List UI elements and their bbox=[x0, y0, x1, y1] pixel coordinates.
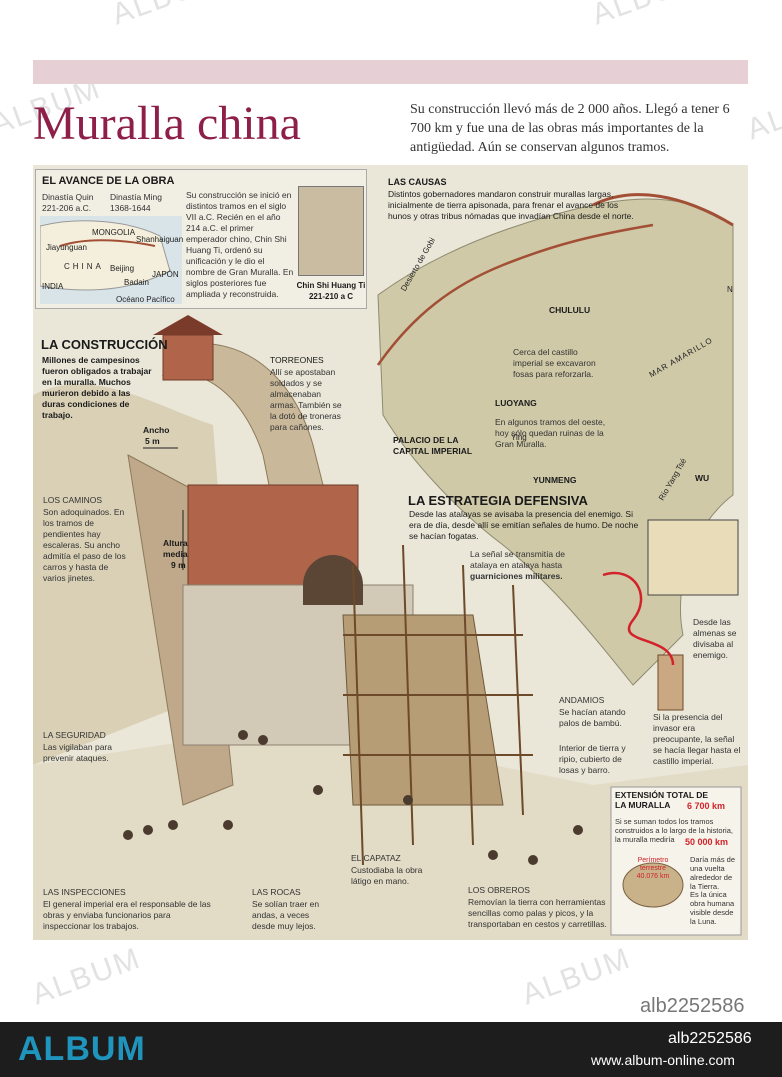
infographic: EL AVANCE DE LA OBRA Dinastía Quin 221-2… bbox=[33, 165, 748, 940]
construccion-title: LA CONSTRUCCIÓN bbox=[41, 337, 168, 352]
rocas-text: Se solían traer en andas, a veces desde … bbox=[252, 899, 320, 931]
signal-text: La señal se transmitía de atalaya en ata… bbox=[470, 549, 580, 582]
watermark: ALBUM bbox=[588, 0, 706, 32]
luna-text: Es la única obra humana visible desde la… bbox=[690, 890, 735, 926]
footer-bar: ALBUM alb2252586 www.album-online.com bbox=[0, 1022, 782, 1077]
torreones-text: Allí se apostaban soldados y se almacena… bbox=[270, 367, 342, 432]
vuelta-text: Daría más de una vuelta alrededor de la … bbox=[690, 855, 736, 891]
causas-title: LAS CAUSAS bbox=[388, 177, 447, 187]
andamios-text: Se hacían atando palos de bambú. bbox=[559, 707, 626, 728]
extension-title: EXTENSIÓN TOTAL DE LA MURALLA bbox=[615, 790, 709, 810]
seguridad-text: Las vigilaban para prevenir ataques. bbox=[43, 742, 112, 763]
inspecciones-title: LAS INSPECCIONES bbox=[43, 887, 126, 897]
invasor-text: Si la presencia del invasor era preocupa… bbox=[653, 712, 741, 766]
city-luoyang: LUOYANG bbox=[495, 398, 537, 408]
altura-value: 9 m bbox=[171, 560, 186, 570]
signal-text-regular: La señal se transmitía de atalaya en ata… bbox=[470, 549, 565, 570]
torreones-title: TORREONES bbox=[270, 355, 324, 365]
illustration bbox=[33, 193, 748, 940]
estrategia-title: LA ESTRATEGIA DEFENSIVA bbox=[408, 493, 588, 508]
capataz-text: Custodiaba la obra látigo en mano. bbox=[351, 865, 423, 886]
ancho-value: 5 m bbox=[145, 436, 160, 446]
map-label-badain: Badain bbox=[124, 278, 149, 287]
avance-title: EL AVANCE DE LA OBRA bbox=[42, 175, 175, 187]
obreros-text: Removían la tierra con herramientas senc… bbox=[468, 897, 607, 929]
legend-qin: Dinastía Quin 221-206 a.C. bbox=[42, 192, 94, 213]
portrait-caption: Chin Shi Huang Ti 221-210 a C bbox=[296, 281, 366, 301]
almenas-text: Desde las almenas se divisaba al enemigo… bbox=[693, 617, 737, 660]
album-logo: ALBUM bbox=[18, 1030, 146, 1068]
map-label-mongolia: MONGOLIA bbox=[92, 228, 136, 237]
stock-id: alb2252586 bbox=[668, 1030, 752, 1047]
emperor-portrait bbox=[298, 186, 364, 276]
city-yunmeng: YUNMENG bbox=[533, 475, 577, 485]
construccion-text: Millones de campesinos fueron obligados … bbox=[42, 355, 152, 420]
china-locator-map bbox=[40, 216, 182, 304]
caminos-text: Son adoquinados. En los tramos de pendie… bbox=[43, 507, 126, 583]
legend-ming: Dinastía Ming 1368-1644 bbox=[110, 192, 162, 213]
extension-sum-text: Si se suman todos los tramos construidos… bbox=[615, 817, 733, 844]
watermark: ALBUM bbox=[108, 0, 226, 32]
city-chululu: CHULULU bbox=[549, 305, 591, 315]
note-chululu: Cerca del castillo imperial se excavaron… bbox=[513, 347, 596, 379]
map-label-japon: JAPÓN bbox=[152, 270, 179, 279]
map-label-china: CHINA bbox=[64, 262, 104, 271]
rocas-title: LAS ROCAS bbox=[252, 887, 301, 897]
extension-value: 6 700 km bbox=[687, 801, 726, 811]
seguridad-title: LA SEGURIDAD bbox=[43, 730, 106, 740]
stock-id-top: alb2252586 bbox=[640, 995, 745, 1017]
capataz-title: EL CAPATAZ bbox=[351, 853, 401, 863]
watermark: ALBUM bbox=[742, 76, 782, 147]
obreros-title: LOS OBREROS bbox=[468, 885, 530, 895]
map-label-india: INDIA bbox=[42, 282, 64, 291]
stock-url[interactable]: www.album-online.com bbox=[591, 1052, 735, 1068]
map-label-jiayunguan: Jiayunguan bbox=[46, 243, 87, 252]
header-bar bbox=[33, 60, 748, 84]
map-label-ying: Ying bbox=[511, 433, 527, 442]
estrategia-text: Desde las atalayas se avisaba la presenc… bbox=[409, 509, 639, 541]
page-title: Muralla china bbox=[33, 97, 301, 150]
intro-text: Su construcción llevó más de 2 000 años.… bbox=[410, 102, 730, 155]
andamios-title: ANDAMIOS bbox=[559, 695, 605, 705]
perimetro-label: Perímetro terrestre 40.076 km bbox=[636, 857, 670, 880]
avance-box: EL AVANCE DE LA OBRA Dinastía Quin 221-2… bbox=[35, 169, 367, 309]
avance-text: Su construcción se inició en distintos t… bbox=[186, 190, 294, 299]
map-label-pacific: Océano Pacífico bbox=[116, 295, 175, 304]
watermark: ALBUM bbox=[27, 941, 146, 1012]
note-luoyang: En algunos tramos del oeste, hoy sólo qu… bbox=[495, 417, 606, 449]
altura-label: Altura media bbox=[163, 538, 188, 559]
signal-text-bold: guarniciones militares. bbox=[470, 571, 563, 581]
extension-sum-value: 50 000 km bbox=[685, 837, 729, 847]
city-wu: WU bbox=[695, 473, 710, 483]
inspecciones-text: El general imperial era el responsable d… bbox=[43, 899, 211, 931]
map-label-beijing: Beijing bbox=[110, 264, 135, 273]
causas-text: Distintos gobernadores mandaron construi… bbox=[388, 189, 634, 221]
palace-label: PALACIO DE LA CAPITAL IMPERIAL bbox=[393, 435, 473, 456]
north-marker: N bbox=[727, 285, 733, 294]
interior-text: Interior de tierra y ripio, cubierto de … bbox=[559, 743, 626, 775]
watermark: ALBUM bbox=[517, 941, 636, 1012]
ancho-label: Ancho bbox=[143, 425, 170, 435]
caminos-title: LOS CAMINOS bbox=[43, 495, 103, 505]
map-label-shanhaiguan: Shanhaiguan bbox=[136, 235, 184, 244]
